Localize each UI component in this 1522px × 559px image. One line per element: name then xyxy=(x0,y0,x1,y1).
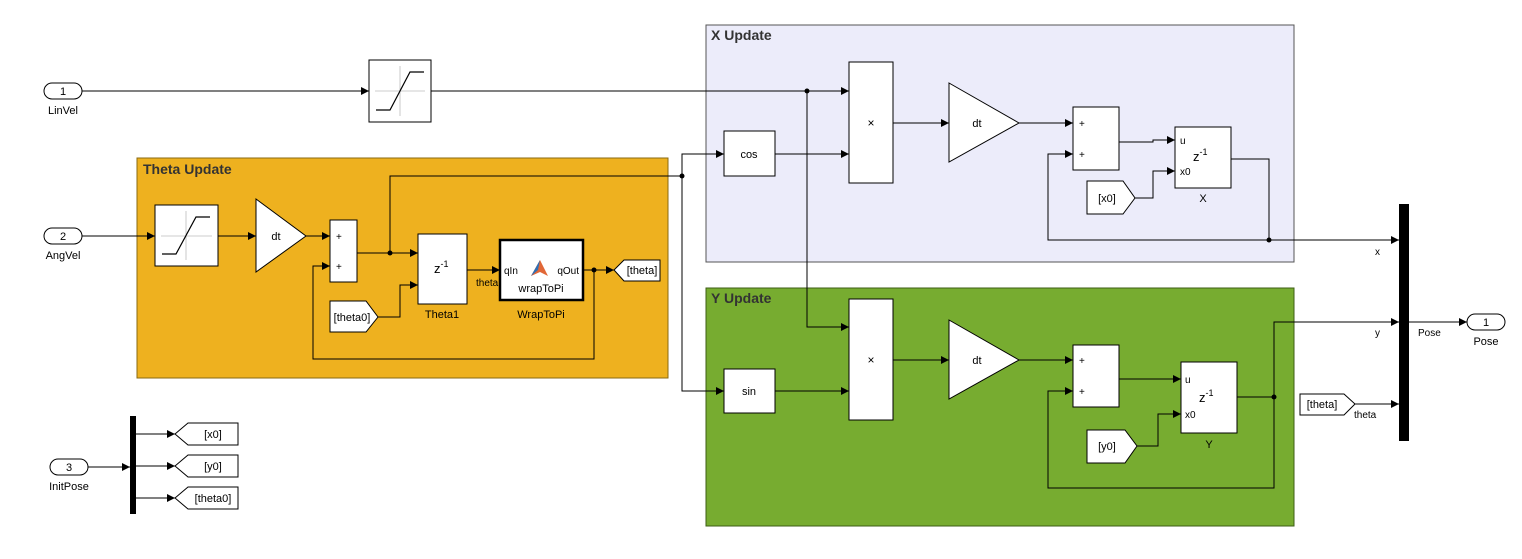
svg-text:z-1: z-1 xyxy=(434,259,449,276)
unit-delay-y[interactable]: u x0 z-1 Y xyxy=(1180,361,1238,451)
goto-theta[interactable]: [theta] xyxy=(613,259,661,282)
inport-linvel[interactable]: 1 LinVel xyxy=(43,82,83,117)
svg-text:×: × xyxy=(867,353,874,367)
inport-linvel-label: LinVel xyxy=(48,105,78,117)
inport-initpose[interactable]: 3 InitPose xyxy=(49,458,89,493)
x-signal-label: x xyxy=(1375,247,1380,258)
from-theta0[interactable]: [theta0] xyxy=(329,300,379,333)
goto-y0[interactable]: [y0] xyxy=(174,454,239,478)
gain-y[interactable]: dt xyxy=(948,319,1021,400)
theta-signal-label: theta xyxy=(476,278,499,289)
sum-x[interactable]: + + xyxy=(1072,106,1120,171)
outport-pose-number: 1 xyxy=(1483,317,1489,329)
y-update-title: Y Update xyxy=(711,290,772,306)
svg-text:sin: sin xyxy=(742,386,756,398)
unit-delay-theta1-label: Theta1 xyxy=(425,309,459,321)
svg-text:wrapToPi: wrapToPi xyxy=(517,283,563,295)
svg-text:z-1: z-1 xyxy=(1199,388,1214,405)
x-update-title: X Update xyxy=(711,27,772,43)
svg-text:z-1: z-1 xyxy=(1193,147,1208,164)
goto-theta0[interactable]: [theta0] xyxy=(174,486,239,510)
svg-text:dt: dt xyxy=(271,231,280,243)
inport-angvel[interactable]: 2 AngVel xyxy=(43,227,83,262)
unit-delay-y-label: Y xyxy=(1205,439,1213,451)
goto-x0[interactable]: [x0] xyxy=(174,422,239,446)
svg-text:cos: cos xyxy=(740,149,758,161)
gain-theta[interactable]: dt xyxy=(255,198,307,273)
svg-text:u: u xyxy=(1185,375,1191,386)
svg-text:dt: dt xyxy=(972,355,981,367)
from-y0[interactable]: [y0] xyxy=(1086,429,1138,464)
svg-text:+: + xyxy=(1079,150,1085,161)
product-y[interactable]: × xyxy=(848,298,894,421)
svg-text:qOut: qOut xyxy=(557,266,579,277)
svg-text:+: + xyxy=(336,232,342,243)
svg-text:[theta]: [theta] xyxy=(627,265,658,277)
svg-text:x0: x0 xyxy=(1185,410,1196,421)
svg-text:qIn: qIn xyxy=(504,266,518,277)
unit-delay-x-label: X xyxy=(1199,193,1207,205)
outport-pose-label: Pose xyxy=(1473,336,1498,348)
svg-text:[x0]: [x0] xyxy=(204,429,222,441)
outport-pose[interactable]: 1 Pose xyxy=(1466,313,1506,348)
svg-text:[theta0]: [theta0] xyxy=(195,493,232,505)
sin-block[interactable]: sin xyxy=(723,368,776,414)
mux-pose[interactable]: Pose xyxy=(1399,204,1441,441)
wraptopi-label: WrapToPi xyxy=(517,309,564,321)
svg-text:+: + xyxy=(1079,119,1085,130)
mux-pose-label: Pose xyxy=(1418,328,1441,339)
y-signal-label: y xyxy=(1375,328,1380,339)
from-x0[interactable]: [x0] xyxy=(1086,180,1136,215)
product-x[interactable]: × xyxy=(848,61,894,184)
from-theta[interactable]: [theta] xyxy=(1299,393,1356,416)
wraptopi-function-block[interactable]: qIn qOut wrapToPi WrapToPi xyxy=(498,238,585,321)
saturation-linvel[interactable] xyxy=(368,59,432,123)
matlab-logo-icon xyxy=(531,260,548,276)
inport-initpose-label: InitPose xyxy=(49,481,89,493)
svg-text:[y0]: [y0] xyxy=(1098,441,1116,453)
svg-text:+: + xyxy=(1079,356,1085,367)
signal-lines xyxy=(82,87,1467,502)
unit-delay-x[interactable]: u x0 z-1 X xyxy=(1174,126,1232,205)
svg-text:[x0]: [x0] xyxy=(1098,193,1116,205)
theta-update-area[interactable]: Theta Update xyxy=(136,157,669,379)
inport-angvel-number: 2 xyxy=(60,231,66,243)
svg-text:×: × xyxy=(867,116,874,130)
inport-angvel-label: AngVel xyxy=(46,250,81,262)
sum-y[interactable]: + + xyxy=(1072,344,1120,408)
demux-initpose[interactable] xyxy=(130,416,136,514)
inport-initpose-number: 3 xyxy=(66,462,72,474)
theta-mux-signal-label: theta xyxy=(1354,410,1377,421)
sum-theta[interactable]: + + xyxy=(329,219,358,283)
theta-update-title: Theta Update xyxy=(143,161,232,177)
svg-text:[theta]: [theta] xyxy=(1307,399,1338,411)
gain-x[interactable]: dt xyxy=(948,82,1021,163)
svg-text:+: + xyxy=(336,262,342,273)
svg-text:u: u xyxy=(1180,136,1186,147)
svg-text:x0: x0 xyxy=(1180,167,1191,178)
inport-linvel-number: 1 xyxy=(60,86,66,98)
svg-text:+: + xyxy=(1079,387,1085,398)
cos-block[interactable]: cos xyxy=(723,130,776,177)
saturation-angvel[interactable] xyxy=(154,204,219,267)
svg-text:[y0]: [y0] xyxy=(204,461,222,473)
unit-delay-theta1[interactable]: z-1 Theta1 xyxy=(417,233,468,321)
svg-text:dt: dt xyxy=(972,118,981,130)
svg-text:[theta0]: [theta0] xyxy=(334,312,371,324)
